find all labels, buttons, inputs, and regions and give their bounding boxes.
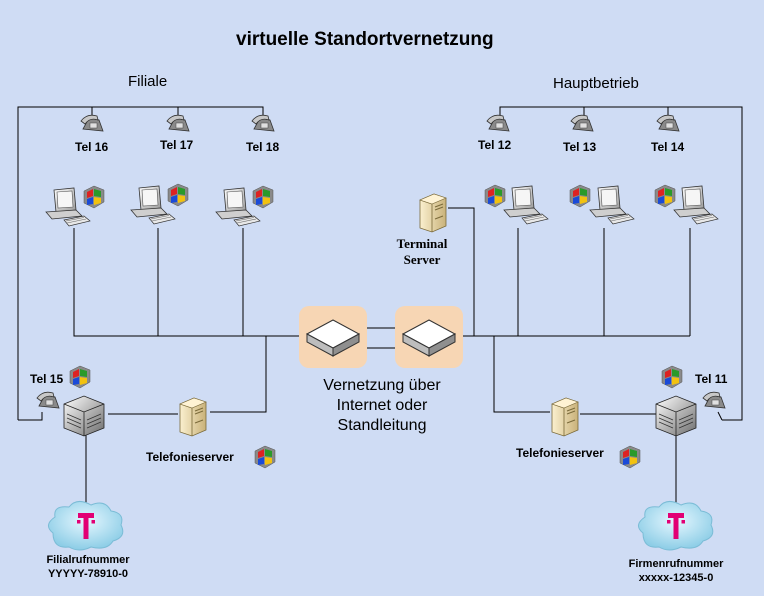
- telephony-server-icon-branch: [179, 397, 207, 437]
- pbx-icon-hq: [655, 395, 697, 437]
- windows-logo-icon: [69, 365, 91, 389]
- windows-logo-icon: [83, 185, 105, 209]
- hq-number-value: xxxxx-12345-0: [638, 572, 714, 584]
- telekom-cloud-icon-branch: [47, 500, 124, 551]
- router-icon-hq: [394, 305, 464, 369]
- branch-label: Filiale: [128, 73, 168, 90]
- label-tel17: Tel 17: [160, 138, 194, 152]
- center-text-line2: Internet oder: [336, 397, 428, 414]
- router-icon-branch: [298, 305, 368, 369]
- label-tel11: Tel 11: [695, 372, 728, 386]
- windows-logo-icon: [619, 445, 641, 469]
- branch-number-value: YYYYY-78910-0: [47, 568, 129, 580]
- windows-logo-icon: [484, 184, 506, 208]
- phone-icon-tel11: [702, 391, 726, 409]
- phone-icon-tel15: [36, 391, 60, 409]
- phone-icon-tel12: [486, 114, 510, 132]
- terminal-server-icon: [419, 193, 447, 233]
- label-tel18: Tel 18: [246, 140, 280, 154]
- phone-icon-tel17: [166, 114, 190, 132]
- hq-number-label: Firmenrufnummer xxxxx-12345-0: [620, 557, 732, 585]
- windows-logo-icon: [661, 365, 683, 389]
- windows-logo-icon: [569, 184, 591, 208]
- label-tel12: Tel 12: [478, 138, 512, 152]
- phone-icon-tel14: [656, 114, 680, 132]
- telephony-server-icon-hq: [551, 397, 579, 437]
- network-lines: [17, 106, 743, 505]
- computer-icon-branch-1: [45, 187, 91, 227]
- diagram-title: virtuelle Standortvernetzung: [236, 29, 494, 50]
- branch-number-label: Filialrufnummer YYYYY-78910-0: [32, 553, 144, 581]
- computer-icon-hq-1: [503, 185, 549, 225]
- telephony-server-label-branch: Telefonieserver: [146, 450, 234, 464]
- phone-icon-tel16: [80, 114, 104, 132]
- hq-label: Hauptbetrieb: [553, 75, 639, 92]
- windows-logo-icon: [254, 445, 276, 469]
- center-text-line3: Standleitung: [337, 417, 427, 434]
- computer-icon-hq-2: [589, 185, 635, 225]
- telephony-server-label-hq: Telefonieserver: [516, 446, 604, 460]
- computer-icon-hq-3: [673, 185, 719, 225]
- network-connection-label: Vernetzung über Internet oder Standleitu…: [310, 376, 454, 436]
- terminal-server-label-line1: Terminal: [396, 236, 448, 251]
- windows-logo-icon: [167, 183, 189, 207]
- hq-number-title: Firmenrufnummer: [628, 558, 724, 570]
- windows-logo-icon: [654, 184, 676, 208]
- label-tel14: Tel 14: [651, 140, 685, 154]
- phone-icon-tel13: [570, 114, 594, 132]
- label-tel15: Tel 15: [30, 372, 64, 386]
- center-text-line1: Vernetzung über: [323, 377, 441, 394]
- label-tel13: Tel 13: [563, 140, 597, 154]
- windows-logo-icon: [252, 185, 274, 209]
- terminal-server-label-line2: Server: [403, 252, 441, 267]
- pbx-icon-branch: [63, 395, 105, 437]
- telekom-cloud-icon-hq: [637, 500, 714, 551]
- branch-number-title: Filialrufnummer: [46, 554, 130, 566]
- terminal-server-label: Terminal Server: [388, 236, 456, 268]
- phone-icon-tel18: [251, 114, 275, 132]
- label-tel16: Tel 16: [75, 140, 109, 154]
